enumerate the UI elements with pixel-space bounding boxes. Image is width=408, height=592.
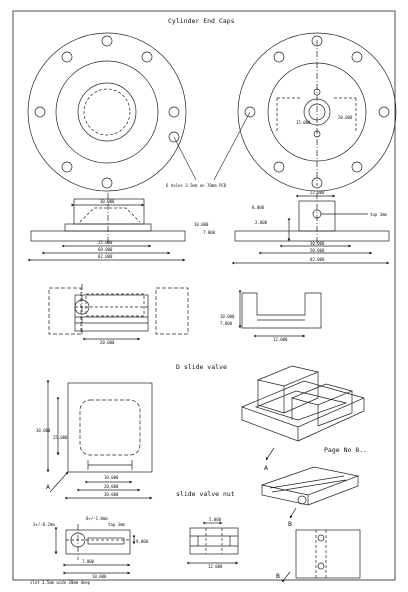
dim-dvalve-h2: 25.000 bbox=[53, 435, 68, 440]
dim-left-top: 30.000 bbox=[100, 199, 115, 204]
dim-nut-c: 8+/-1.0mm bbox=[86, 516, 108, 521]
right-side-section bbox=[232, 193, 390, 265]
dim-right-w2: 50.000 bbox=[310, 248, 325, 253]
dim-ublock-h2: 7.000 bbox=[220, 321, 233, 326]
dim-nut-note: slot 3.5mm wide 20mm deep bbox=[30, 580, 91, 585]
dim-nut-d: 9.000 bbox=[136, 539, 149, 544]
dim-channel-w: 20.000 bbox=[100, 340, 115, 345]
u-block-view bbox=[238, 290, 322, 338]
dim-nut-b: tap 3mm bbox=[108, 522, 125, 527]
d-valve-front-view bbox=[46, 380, 153, 500]
bolt-note-leaders bbox=[173, 111, 251, 181]
dim-dvalve-w2: 20.000 bbox=[104, 484, 119, 489]
view-mark-b-bottom: B bbox=[276, 572, 280, 580]
left-end-cap-view bbox=[27, 32, 187, 192]
view-mark-a-left: A bbox=[46, 483, 50, 491]
dim-left-r: 10.000 bbox=[194, 222, 209, 227]
dim-left-d1: 25.000 bbox=[98, 240, 113, 245]
dim-right-bore: tap 3mm bbox=[370, 212, 387, 217]
dim-right-l1: 8.000 bbox=[252, 205, 265, 210]
channel-view bbox=[48, 284, 189, 341]
dim-right-d1: 2.000 bbox=[255, 220, 268, 225]
dim-dvalve-w1: 10.000 bbox=[104, 475, 119, 480]
view-mark-a-right: A bbox=[264, 464, 268, 472]
dim-right-circle-b: 20.000 bbox=[338, 115, 353, 120]
sheet-border bbox=[12, 10, 396, 581]
page-label: Page No 8.. bbox=[324, 446, 367, 454]
nut-isometric bbox=[260, 466, 360, 519]
right-end-cap-view bbox=[237, 32, 397, 192]
dim-right-w3: 82.000 bbox=[310, 257, 325, 262]
d-valve-isometric bbox=[241, 365, 366, 461]
section-slide-valve-nut: slide valve nut bbox=[176, 490, 235, 498]
dim-ublock-h1: 10.000 bbox=[220, 314, 235, 319]
dim-right-top: 22.000 bbox=[310, 190, 325, 195]
bolt-note: 6 holes 3.5mm on 70mm PCD bbox=[166, 183, 227, 188]
dim-dvalve-w3: 30.000 bbox=[104, 492, 119, 497]
dim-nut-e: 7.000 bbox=[82, 559, 95, 564]
dim-right-w1: 30.000 bbox=[310, 241, 325, 246]
nut-side-view bbox=[54, 524, 136, 575]
nut-end-view bbox=[187, 521, 239, 565]
left-side-section bbox=[28, 193, 186, 262]
sheet-title: Cylinder End Caps bbox=[168, 17, 235, 25]
view-mark-b-top: B bbox=[288, 520, 292, 528]
section-d-slide-valve: D slide valve bbox=[176, 363, 227, 371]
dim-nut-f: 10.000 bbox=[92, 574, 107, 579]
dim-right-l2: 7.000 bbox=[203, 230, 216, 235]
dim-nut-g: 5.000 bbox=[209, 517, 222, 522]
dim-left-d3: 82.000 bbox=[98, 254, 113, 259]
dim-dvalve-h: 30.000 bbox=[36, 428, 51, 433]
nut-plan-view bbox=[281, 529, 361, 583]
dim-nut-h: 12.000 bbox=[208, 564, 223, 569]
dim-right-circle-a: 15.000 bbox=[296, 120, 311, 125]
dim-left-d2: 60.000 bbox=[98, 247, 113, 252]
dim-nut-a: 3+/-0.2mm bbox=[33, 522, 55, 527]
dim-ublock-w: 12.000 bbox=[273, 337, 288, 342]
